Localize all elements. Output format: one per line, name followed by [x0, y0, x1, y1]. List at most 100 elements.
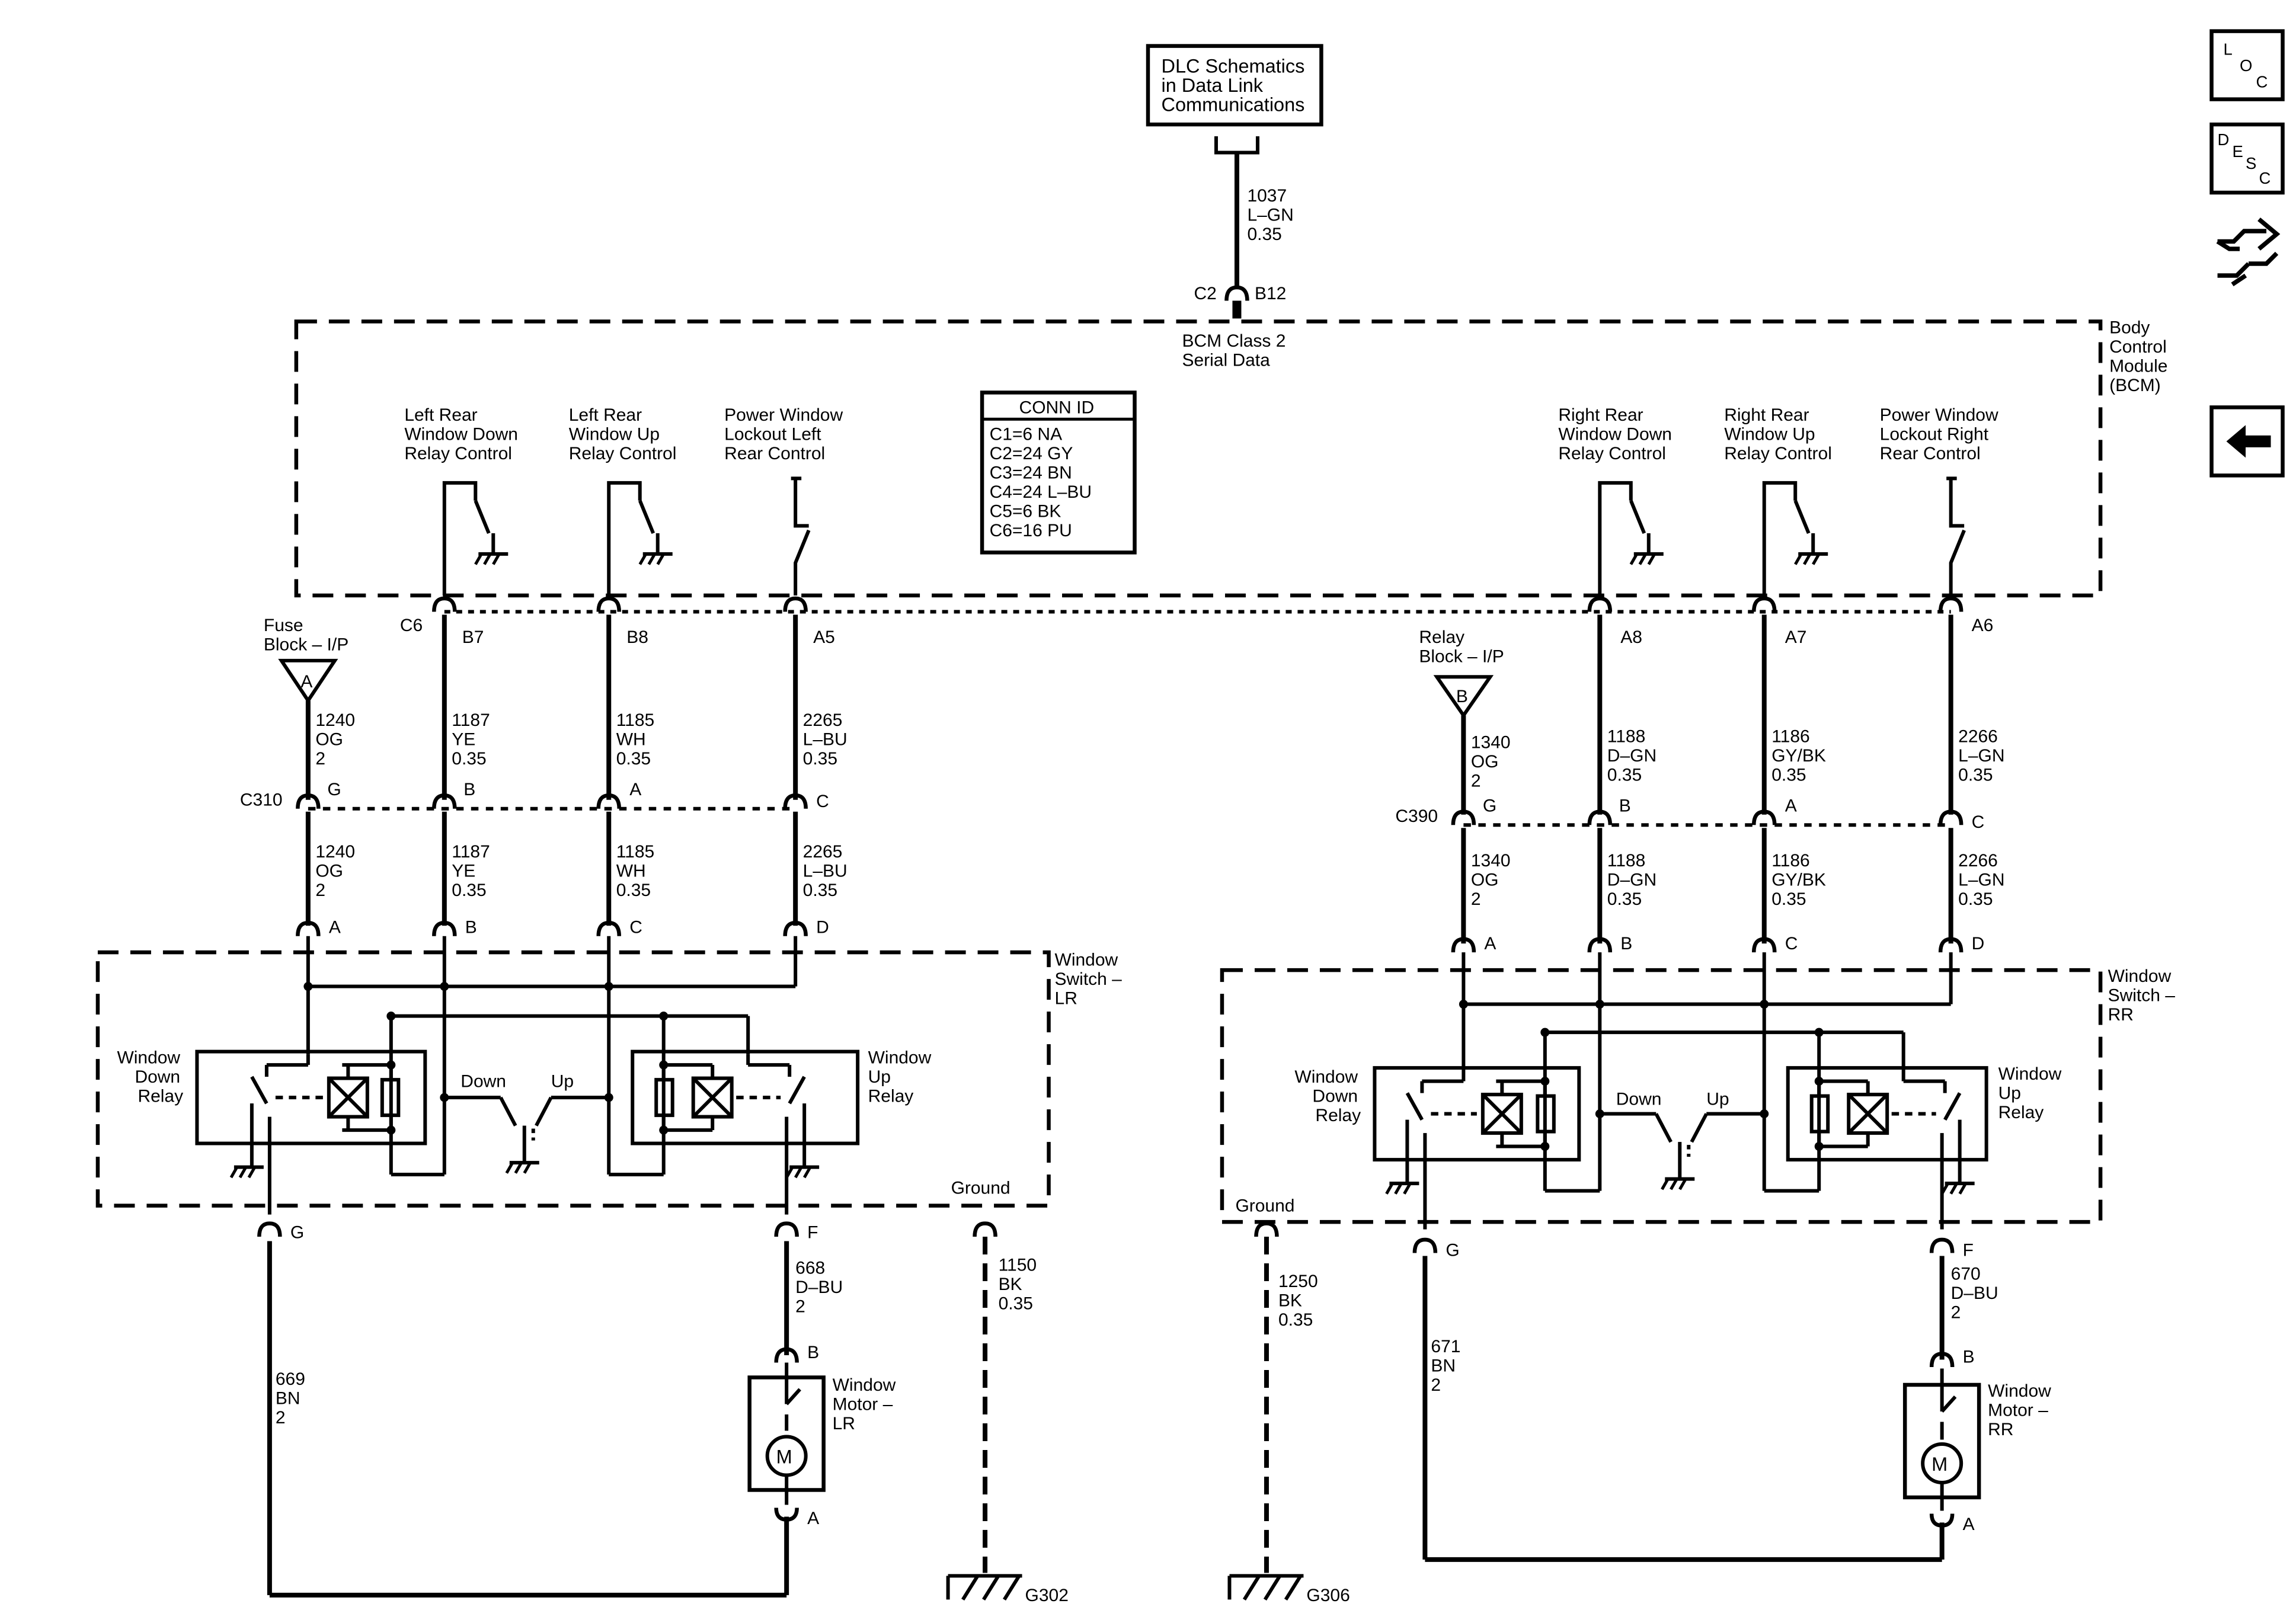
rr-down-label: Down — [1616, 1090, 1662, 1109]
lr-up-label: Up — [551, 1072, 574, 1092]
diagram-label: D–BU — [1951, 1283, 1998, 1303]
diagram-label: Relay — [1315, 1106, 1361, 1125]
conn-c390-label: C390 — [1395, 806, 1438, 826]
diagram-label: D — [816, 918, 829, 937]
diagram-label: Relay — [868, 1087, 914, 1106]
diagram-label: 1340 — [1471, 732, 1511, 752]
diagram-label: 1186 — [1771, 851, 1809, 870]
diagram-label: BK — [1278, 1291, 1302, 1311]
motor-rr-symbol: M — [1932, 1454, 1948, 1475]
diagram-label: Window — [1998, 1064, 2062, 1084]
diagram-label: 2 — [315, 749, 325, 769]
diagram-label: L–GN — [1958, 746, 2004, 766]
diagram-label: 668 — [795, 1259, 825, 1278]
diagram-label: 0.35 — [1278, 1310, 1313, 1330]
conn-c2-label: C2 — [1194, 284, 1216, 303]
diagram-label: 1185 — [616, 842, 654, 862]
diagram-label: OG — [315, 729, 343, 749]
diagram-label: 1187 — [452, 710, 490, 730]
diagram-label: S — [2246, 154, 2256, 172]
diagram-label: F — [1963, 1241, 1974, 1260]
diagram-label: 2265 — [803, 710, 843, 730]
back-arrow-icon[interactable] — [2209, 405, 2285, 478]
rr-down-ctrl-l2: Window Down — [1558, 424, 1672, 444]
diagram-label: 1185 — [616, 710, 654, 730]
bcm-serial-line1: BCM Class 2 — [1182, 331, 1285, 351]
lr-ground-label: Ground — [951, 1179, 1011, 1198]
lr-down-label: Down — [461, 1072, 506, 1092]
diagram-label: A — [1785, 796, 1797, 816]
diagram-label: BN — [276, 1388, 300, 1408]
lr-up-ctrl-l2: Window Up — [569, 424, 660, 444]
window-motor-rr: M — [1902, 1368, 1981, 1511]
lr-lockout-ctrl-l1: Power Window — [724, 405, 843, 425]
rr-lockout-ctrl-l2: Lockout Right — [1880, 424, 1989, 444]
diagram-label: Relay — [137, 1087, 183, 1106]
diagram-label: 1250 — [1278, 1272, 1318, 1291]
fuse-block-l2: Block – I/P — [264, 635, 348, 654]
conn-c6-label: C6 — [400, 616, 423, 635]
wire-1037-color: L–GN — [1247, 206, 1293, 225]
switch-rr-l2: Switch – — [2108, 986, 2176, 1006]
relay-block-ip[interactable]: B — [1433, 675, 1494, 719]
diagram-label: A — [807, 1509, 819, 1528]
diagram-label: Down — [1312, 1087, 1358, 1106]
diagram-label: 670 — [1951, 1265, 1981, 1284]
diagram-label: WH — [616, 862, 646, 881]
diagram-label: D–GN — [1607, 746, 1657, 766]
diagram-label: Up — [1998, 1084, 2021, 1103]
diagram-label: C — [629, 918, 642, 937]
diagram-label: L–BU — [803, 862, 848, 881]
desc-icon[interactable]: D E S C — [2209, 122, 2285, 195]
switch-rr-internal — [1373, 952, 1988, 1230]
window-switch-lr — [95, 950, 1051, 1208]
pin-a6-label: A6 — [1972, 616, 1994, 635]
conn-id-title: CONN ID — [1019, 398, 1095, 417]
ground-g306-label: G306 — [1306, 1586, 1350, 1605]
diagram-label: Window — [833, 1375, 896, 1395]
diagram-label: Window — [1988, 1381, 2051, 1401]
conn-id-row: C1=6 NA — [990, 424, 1063, 444]
node-dots-lr — [303, 982, 669, 1135]
diagram-label: 0.35 — [1958, 889, 1993, 909]
diagram-label: Relay — [1998, 1103, 2044, 1122]
diagram-label: D–GN — [1607, 870, 1657, 890]
diagram-label: 669 — [276, 1369, 305, 1389]
conn-id-row: C2=24 GY — [990, 444, 1073, 463]
pin-a7-label: A7 — [1785, 628, 1807, 647]
switch-lr-l1: Window — [1055, 950, 1118, 970]
fuse-block-l1: Fuse — [264, 616, 303, 635]
lr-wires-lower — [305, 811, 798, 926]
rr-wire-labels-lower: 1340 OG 2 1188 D–GN 0.35 1186 GY/BK 0.35… — [1471, 851, 2005, 909]
window-switch-rr — [1220, 968, 2103, 1224]
rr-up-ctrl-l1: Right Rear — [1724, 405, 1809, 425]
pin-a8-label: A8 — [1620, 628, 1642, 647]
diagram-label: E — [2233, 142, 2243, 161]
dlc-schematics-link[interactable]: DLC Schematics in Data Link Communicatio… — [1146, 44, 1323, 127]
diagram-label: A — [629, 780, 641, 799]
loc-icon[interactable]: L O C — [2209, 29, 2285, 101]
bcm-name-line2: Control — [2109, 337, 2167, 357]
rr-lockout-ctrl-l3: Rear Control — [1880, 444, 1981, 463]
diagram-label: B — [1963, 1347, 1975, 1367]
fuse-block-ip[interactable]: A — [278, 658, 338, 704]
diagram-label: Window — [117, 1048, 180, 1068]
rr-up-label: Up — [1706, 1090, 1729, 1109]
conn-id-row: C4=24 L–BU — [990, 482, 1092, 502]
diagram-label: OG — [1471, 752, 1499, 772]
bcm-internal-switches — [442, 476, 1966, 596]
diagram-label: A — [1484, 934, 1496, 953]
switch-rr-l3: RR — [2108, 1005, 2134, 1025]
lr-motor-wires — [267, 1241, 789, 1598]
conn-id-row: C6=16 PU — [990, 521, 1072, 540]
rr-wire-labels-upper: 1340 OG 2 1188 D–GN 0.35 1186 GY/BK 0.35… — [1471, 726, 2005, 790]
relay-block-letter: B — [1456, 687, 1468, 706]
conn-id-row: C5=6 BK — [990, 501, 1061, 521]
diagram-label: B — [1620, 934, 1632, 953]
connector-icon[interactable] — [2216, 217, 2281, 287]
diagram-label: 0.35 — [1607, 765, 1642, 785]
diagram-label: 1340 — [1471, 851, 1511, 870]
diagram-label: Window — [868, 1048, 932, 1068]
lr-down-ctrl-l1: Left Rear — [404, 405, 477, 425]
